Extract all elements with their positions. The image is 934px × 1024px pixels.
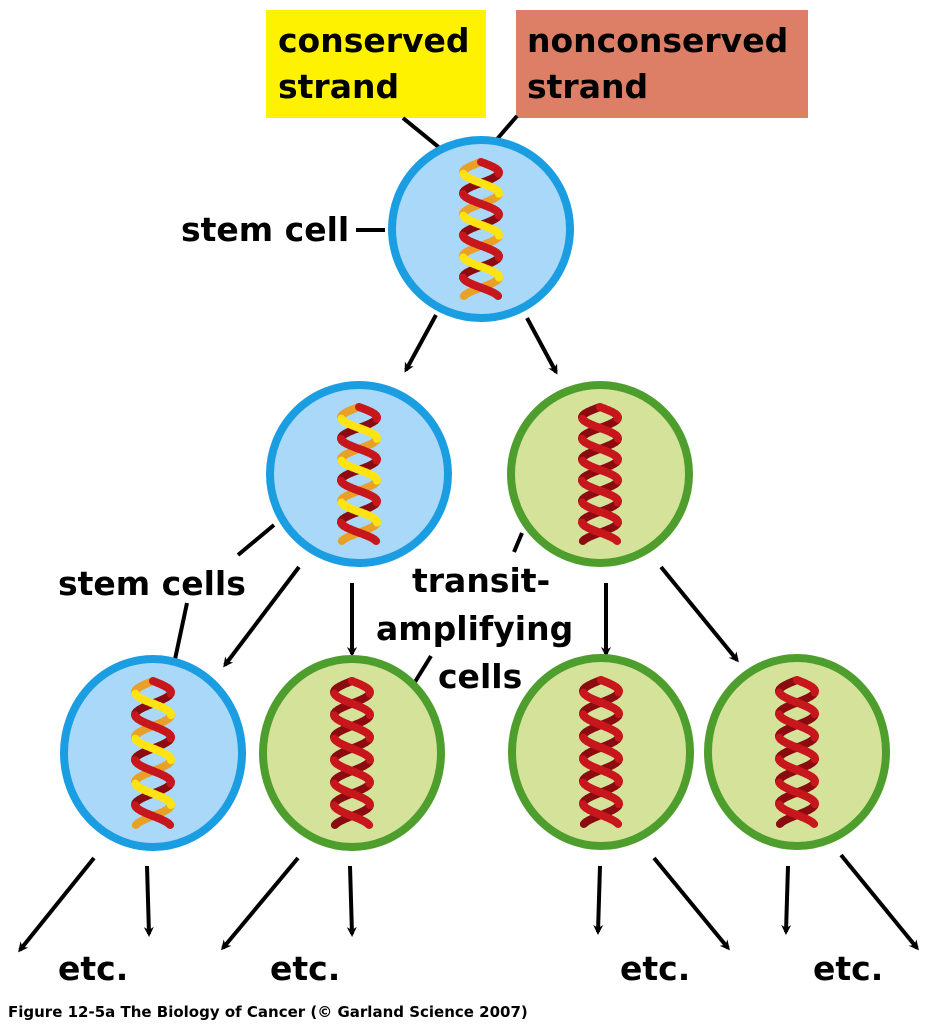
conserved-strand-box	[266, 10, 486, 118]
nonconserved-strand-box	[516, 10, 808, 118]
cells-layer	[60, 136, 890, 851]
transit-label-line2: amplifying	[376, 609, 573, 648]
dna-helix-icon	[337, 403, 381, 545]
strand-red-segment	[363, 819, 374, 829]
dna-helix-icon	[131, 677, 175, 829]
transit-cell-gen3-b	[508, 654, 694, 850]
etc-label-3: etc.	[620, 949, 690, 988]
stem-cells-label: stem cells	[58, 564, 246, 603]
strand-red-segment	[164, 819, 175, 829]
transit-cell-body	[259, 655, 445, 851]
dna-helix-icon	[775, 676, 819, 828]
nonconserved-label-line2: strand	[527, 67, 648, 106]
stem-cell-gen3	[60, 655, 246, 851]
stem-cell-label: stem cell	[181, 210, 349, 249]
division-arrows	[18, 314, 919, 953]
transit-cell-gen3-c	[704, 654, 890, 850]
strand-new-segment	[330, 819, 341, 829]
transit-cell-body	[508, 654, 694, 850]
strand-conserved-segment	[337, 535, 348, 545]
transit-label-line3: cells	[438, 657, 522, 696]
strand-new-segment	[578, 535, 589, 545]
dna-helix-icon	[459, 158, 503, 300]
etc-label-4: etc.	[813, 949, 883, 988]
transit-cell-gen2	[507, 381, 693, 567]
strand-conserved-segment	[459, 290, 470, 300]
dna-helix-icon	[579, 676, 623, 828]
conserved-label-line1: conserved	[278, 21, 470, 60]
strand-new-segment	[579, 818, 590, 828]
nonconserved-label-line1: nonconserved	[527, 21, 788, 60]
strand-red-segment	[612, 818, 623, 828]
strand-new-segment	[775, 818, 786, 828]
conserved-label-line2: strand	[278, 67, 399, 106]
strand-red-segment	[611, 535, 622, 545]
strand-conserved-segment	[131, 819, 142, 829]
stem-cell-gen2	[266, 381, 452, 567]
transit-label-line1: transit-	[412, 561, 550, 600]
strand-red-segment	[370, 535, 381, 545]
strand-red-segment	[492, 290, 503, 300]
stem-cell-top	[388, 136, 574, 322]
transit-cell-gen3-a	[259, 655, 445, 851]
transit-cell-body	[704, 654, 890, 850]
etc-label-1: etc.	[58, 949, 128, 988]
etc-label-2: etc.	[270, 949, 340, 988]
strand-red-segment	[808, 818, 819, 828]
figure-caption: Figure 12-5a The Biology of Cancer (© Ga…	[8, 1003, 528, 1021]
stem-cell-body	[60, 655, 246, 851]
dna-helix-icon	[578, 403, 622, 545]
dna-helix-icon	[330, 677, 374, 829]
